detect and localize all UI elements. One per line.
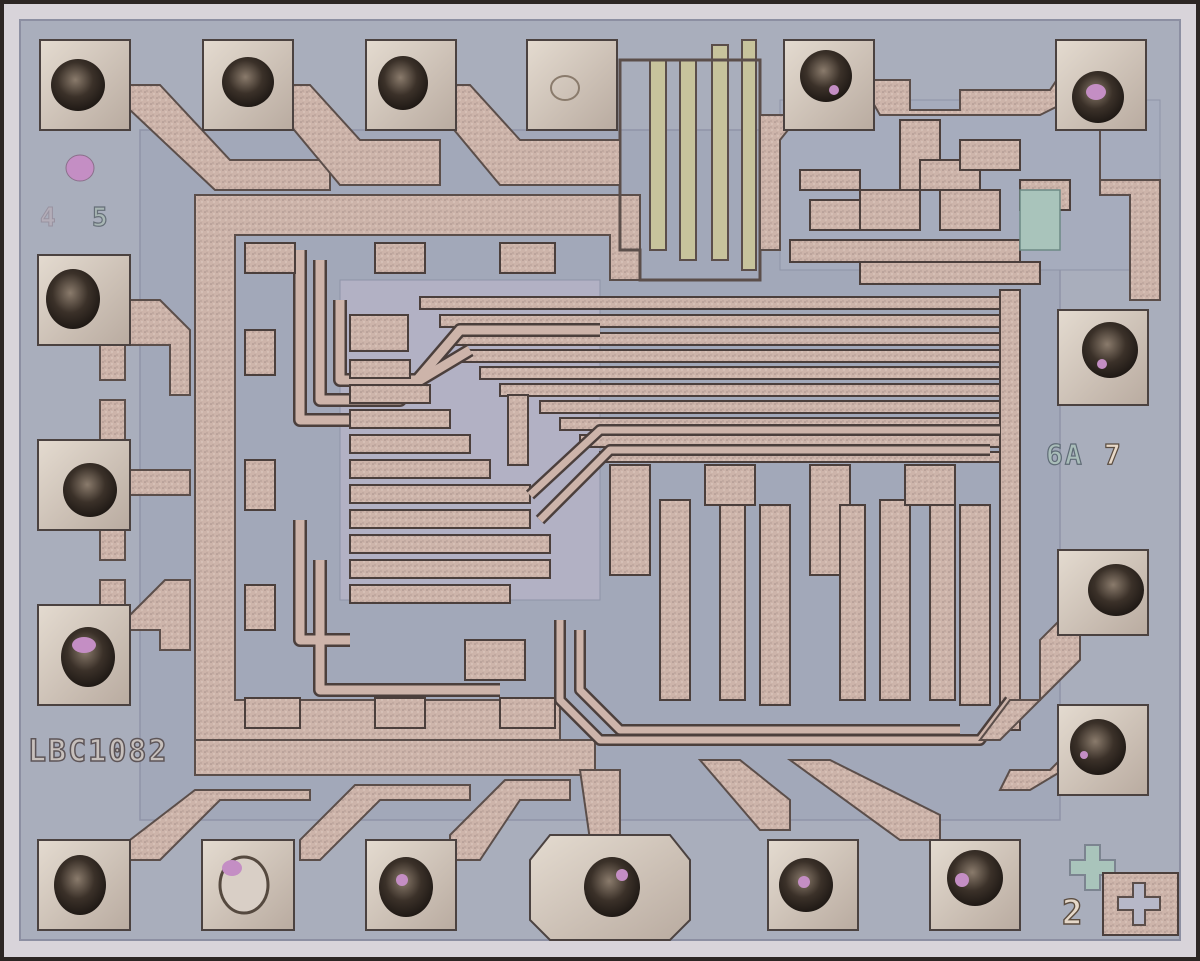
bond-pad xyxy=(783,39,875,131)
mask-digit-4: 4 xyxy=(40,203,58,234)
transistor-bank xyxy=(609,464,991,706)
revision-marking: 6A xyxy=(1045,437,1084,471)
bond-pad xyxy=(1055,39,1147,131)
bond-pads xyxy=(37,39,1149,941)
bond-pad xyxy=(37,254,131,346)
fan-traces-metal xyxy=(295,250,600,695)
bond-pad xyxy=(1057,309,1149,406)
bond-pad xyxy=(365,839,457,931)
bond-pad xyxy=(201,839,295,931)
part-number-marking: LBC1082 xyxy=(27,733,169,770)
bond-pad xyxy=(37,604,131,706)
bond-pad xyxy=(529,834,691,941)
bond-pad xyxy=(929,839,1021,931)
bond-pad xyxy=(202,39,294,131)
mask-digit-5: 5 xyxy=(91,202,110,233)
bond-pad-probe xyxy=(526,39,618,131)
bond-pad xyxy=(1057,704,1149,796)
alignment-cross-outline xyxy=(1069,844,1116,891)
left-fingers xyxy=(349,314,551,604)
bond-pad xyxy=(767,839,859,931)
resistor-array xyxy=(649,39,757,271)
bond-pad xyxy=(37,439,131,531)
power-ring xyxy=(194,194,641,776)
bond-pad xyxy=(1057,549,1149,636)
inner-contacts xyxy=(244,242,556,729)
corner-digit-marking: 2 xyxy=(1061,892,1085,933)
bond-pad xyxy=(39,39,131,131)
bond-pad xyxy=(365,39,457,131)
revision-digit-marking: 7 xyxy=(1103,437,1123,471)
probe-mark xyxy=(65,154,95,182)
bond-pad xyxy=(37,839,131,931)
alignment-cross-icon xyxy=(1117,882,1161,926)
